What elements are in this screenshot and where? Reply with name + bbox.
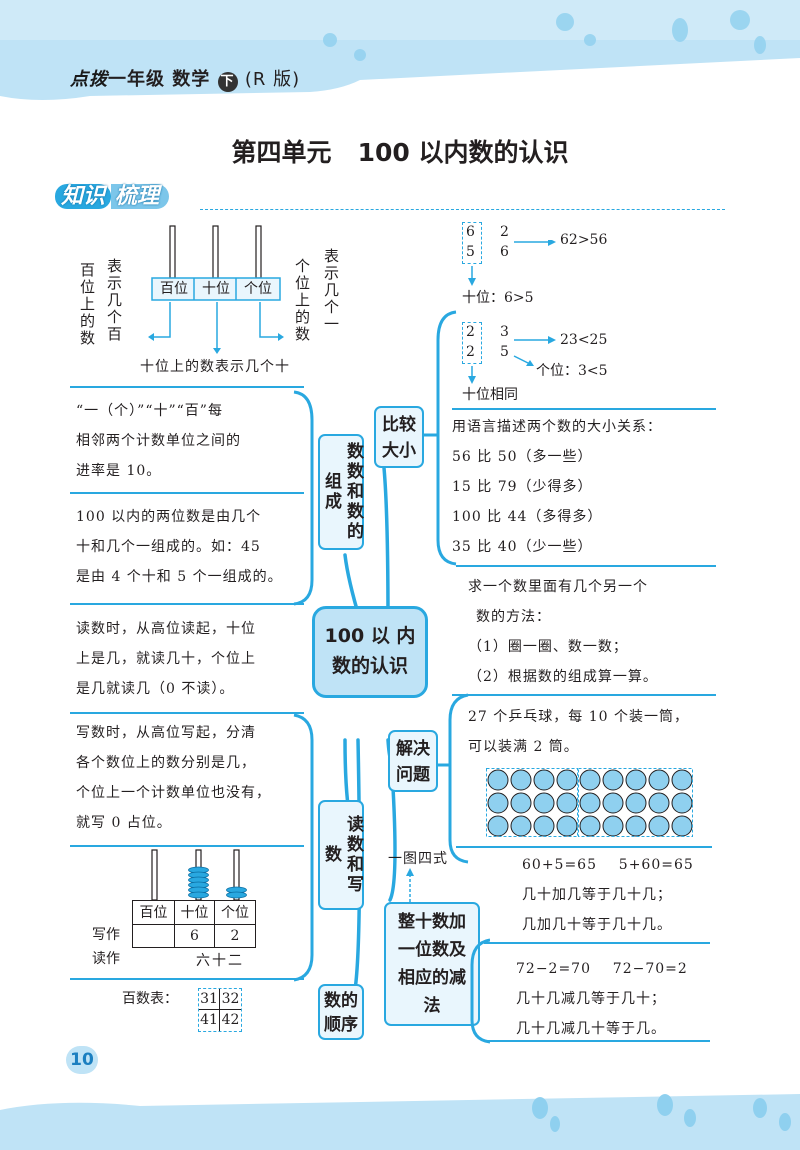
one-picture-four-formulas: 一图四式 <box>388 851 448 867</box>
digit-tens: 6 <box>175 925 215 947</box>
ping-pong-ball <box>625 769 647 791</box>
place-col-ones: 个位 <box>244 281 272 297</box>
node-order: 数的顺序 <box>318 984 364 1040</box>
ping-pong-ball <box>579 792 601 814</box>
place-left-digit: 百位上的数 <box>78 262 96 347</box>
ping-pong-ball <box>556 792 578 814</box>
page-number: 10 <box>66 1046 98 1074</box>
place-caption: 十位上的数表示几个十 <box>140 359 290 375</box>
ping-pong-ball <box>510 769 532 791</box>
reading-value: 六十二 <box>196 953 244 969</box>
subtraction-equations: 72−2=70 72−70=2 <box>516 961 688 977</box>
section-divider <box>200 209 725 210</box>
left-brackets <box>293 390 314 982</box>
compare-ex1-result: 62>56 <box>560 232 608 248</box>
ping-pong-ball <box>533 769 555 791</box>
reading-rule: 读数时，从高位读起，十位上是几，就读几十，个位上是几就读几（0 不读）。 <box>76 621 256 697</box>
node-composition: 数数和数的组成 <box>318 434 364 550</box>
place-right-digit: 个位上的数 <box>293 258 311 343</box>
footer-banner <box>0 1094 800 1150</box>
digit-ones: 2 <box>230 928 240 944</box>
right-brackets <box>424 310 490 1044</box>
ping-pong-ball <box>510 792 532 814</box>
ping-pong-ball <box>671 769 693 791</box>
ping-pong-ball <box>556 815 578 837</box>
ping-pong-ball <box>602 792 624 814</box>
section-tag: 知识梳理 <box>55 180 170 214</box>
ping-pong-ball <box>602 769 624 791</box>
place-right-meaning: 表示几个一 <box>322 248 340 333</box>
ping-pong-ball <box>487 815 509 837</box>
ping-pong-ball <box>510 815 532 837</box>
header-title: 点拨一年级 数学 下 (R 版) <box>70 65 300 92</box>
ping-pong-ball <box>579 769 601 791</box>
header-grade: 一年级 数学 <box>108 69 211 90</box>
ping-pong-ball <box>487 769 509 791</box>
unit-title: 第四单元 100 以内数的认识 <box>231 138 569 167</box>
writing-rule: 写数时，从高位写起，分清各个数位上的数分别是几，个位上一个计数单位也没有，就写 … <box>76 725 271 831</box>
node-tens-plus: 整十数加一位数及相应的减法 <box>384 902 480 1026</box>
ping-pong-ball <box>671 815 693 837</box>
compare-ex2-ones-note: 个位：3<5 <box>536 363 608 379</box>
place-left-meaning: 表示几个百 <box>105 258 123 343</box>
ping-pong-ball <box>648 792 670 814</box>
ball-group-outline <box>486 768 578 837</box>
place-table: 百位 十位 个位 6 2 <box>132 900 256 948</box>
header-edition: (R 版) <box>244 69 301 90</box>
volume-badge: 下 <box>217 72 238 92</box>
solve-method: 求一个数里面有几个另一个 数的方法： （1）圈一圈、数一数； （2）根据数的组成… <box>468 579 658 685</box>
solve-example: 27 个乒乓球，每 10 个装一筒， 可以装满 2 筒。 <box>468 709 689 755</box>
ping-pong-ball <box>648 769 670 791</box>
ping-pong-ball <box>487 792 509 814</box>
center-node: 100 以 内 数的认识 <box>312 606 428 698</box>
hundred-chart-caption: 百数表： <box>122 991 178 1007</box>
header-banner <box>0 0 800 100</box>
compare-descriptions: 用语言描述两个数的大小关系： 56 比 50（多一些） 15 比 79（少得多）… <box>452 419 662 555</box>
ball-group-outline <box>578 768 693 837</box>
addition-equations: 60+5=65 5+60=65 <box>522 857 694 873</box>
place-col-hundreds: 百位 <box>160 281 188 297</box>
read-label: 读作 <box>92 951 120 967</box>
addition-rules: 几十加几等于几十几； 几加几十等于几十几。 <box>522 887 672 933</box>
compare-ex2-note: 十位相同 <box>462 387 518 403</box>
node-compare: 比较大小 <box>374 406 424 468</box>
subtraction-rules: 几十几减几等于几十； 几十几减几十等于几。 <box>516 991 666 1037</box>
ping-pong-ball <box>579 815 601 837</box>
ping-pong-ball <box>556 769 578 791</box>
compare-ex1-note: 十位：6>5 <box>462 290 534 306</box>
compare-ex2-result: 23<25 <box>560 332 608 348</box>
composition-text-1: “一（个）”“十”“百”每相邻两个计数单位之间的进率是 10。 <box>76 403 241 479</box>
ping-pong-ball <box>602 815 624 837</box>
ping-pong-ball <box>625 815 647 837</box>
place-col-tens: 十位 <box>202 281 230 297</box>
section-tag-b: 梳理 <box>111 184 170 209</box>
ping-pong-ball <box>533 815 555 837</box>
node-solve: 解决问题 <box>388 730 438 792</box>
abacus-diagram <box>148 225 284 354</box>
brand-logo: 点拨 <box>70 69 108 90</box>
write-label: 写作 <box>92 927 120 943</box>
ping-pong-ball <box>533 792 555 814</box>
hundred-chart-grid: 31 32 41 42 <box>198 988 242 1032</box>
ping-pong-ball <box>648 815 670 837</box>
ping-pong-ball <box>625 792 647 814</box>
node-read-write: 读数和写数 <box>318 800 364 910</box>
abacus-62 <box>151 849 247 900</box>
section-tag-a: 知识 <box>55 184 112 209</box>
ping-pong-balls <box>486 768 693 837</box>
ping-pong-ball <box>671 792 693 814</box>
